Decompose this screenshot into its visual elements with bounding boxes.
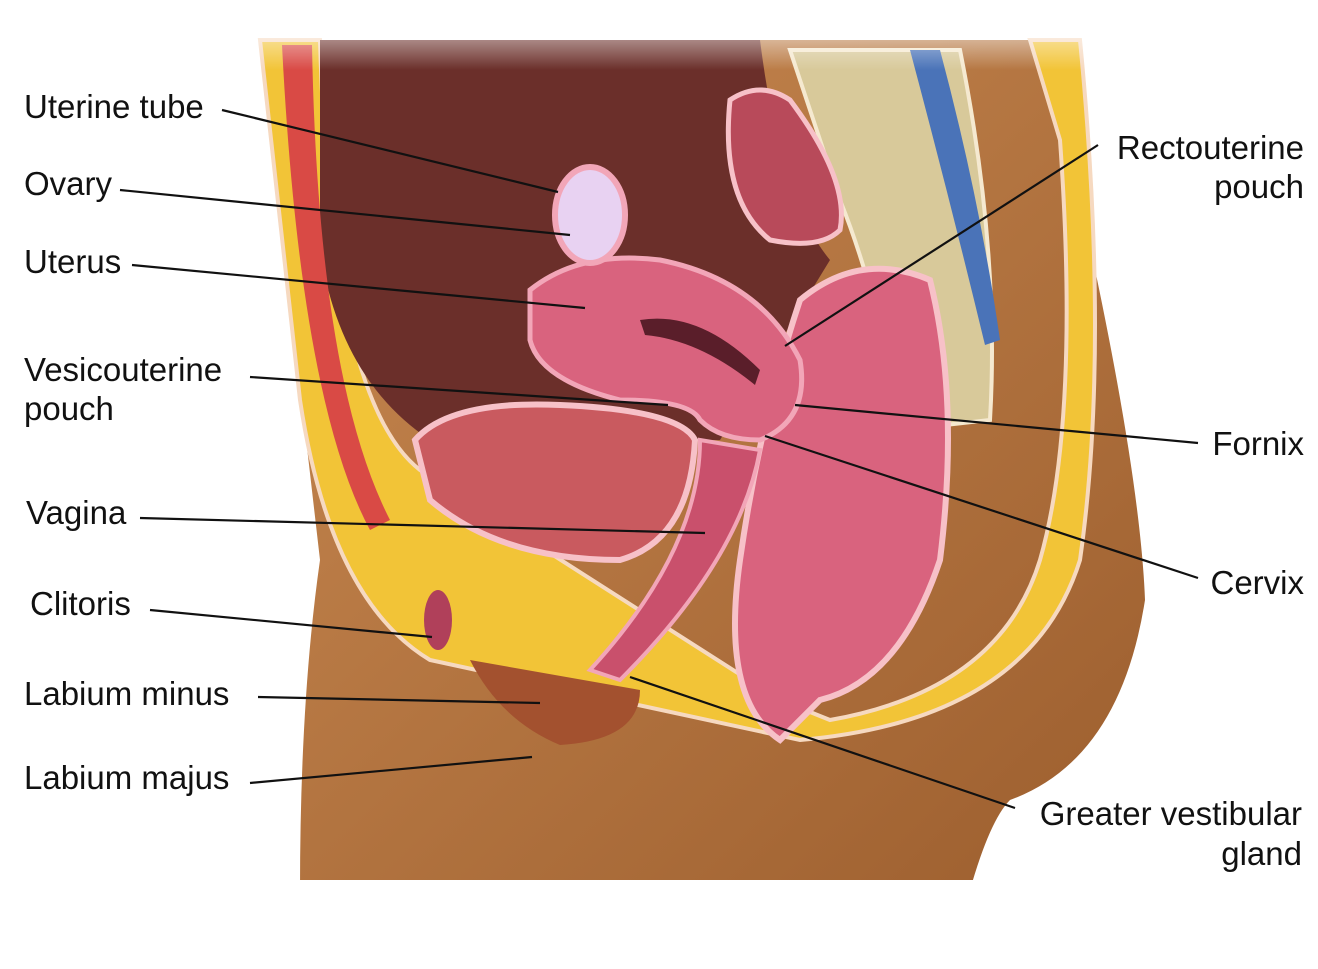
label-rectouterine-pouch: Rectouterine: [1117, 129, 1304, 166]
label-rectouterine-pouch-2: pouch: [1214, 168, 1304, 205]
leader-uterine-tube: [221, 108, 559, 194]
uterus: [527, 255, 805, 443]
leader-lines: [119, 108, 1199, 810]
uterine-cavity: [640, 318, 760, 385]
label-vesicouterine-pouch-2: pouch: [24, 390, 114, 427]
spinal-canal: [910, 50, 1000, 345]
leader-rectouterine-pouch: [784, 144, 1099, 347]
leader-greater-vestibular-gland: [629, 675, 1016, 810]
ovary: [552, 164, 628, 266]
label-uterine-tube: Uterine tube: [24, 88, 204, 125]
leader-ovary: [119, 188, 571, 237]
label-cervix: Cervix: [1210, 564, 1304, 601]
leader-uterus: [131, 263, 586, 310]
leader-labium-majus: [249, 755, 533, 785]
leader-vagina: [139, 516, 706, 535]
clitoris-shape: [424, 590, 452, 650]
leader-labium-minus: [257, 695, 541, 705]
leader-vesicouterine-pouch: [249, 375, 669, 407]
leader-clitoris: [149, 608, 433, 639]
label-vesicouterine-pouch: Vesicouterine: [24, 351, 222, 388]
label-clitoris: Clitoris: [30, 585, 131, 622]
leader-cervix: [764, 434, 1199, 580]
label-ovary: Ovary: [24, 165, 113, 202]
vagina: [586, 437, 763, 683]
leader-fornix: [794, 403, 1199, 445]
labium-minus-shape: [470, 660, 640, 745]
label-uterus: Uterus: [24, 243, 121, 280]
rectus-muscle: [282, 45, 390, 530]
label-vagina: Vagina: [26, 494, 127, 531]
label-greater-vestibular-gland: Greater vestibular: [1040, 795, 1302, 832]
label-fornix: Fornix: [1212, 425, 1304, 462]
sigmoid-colon: [725, 87, 844, 246]
label-greater-vestibular-gland-2: gland: [1221, 835, 1302, 872]
bladder: [411, 401, 699, 564]
label-labium-minus: Labium minus: [24, 675, 229, 712]
label-labium-majus: Labium majus: [24, 759, 229, 796]
